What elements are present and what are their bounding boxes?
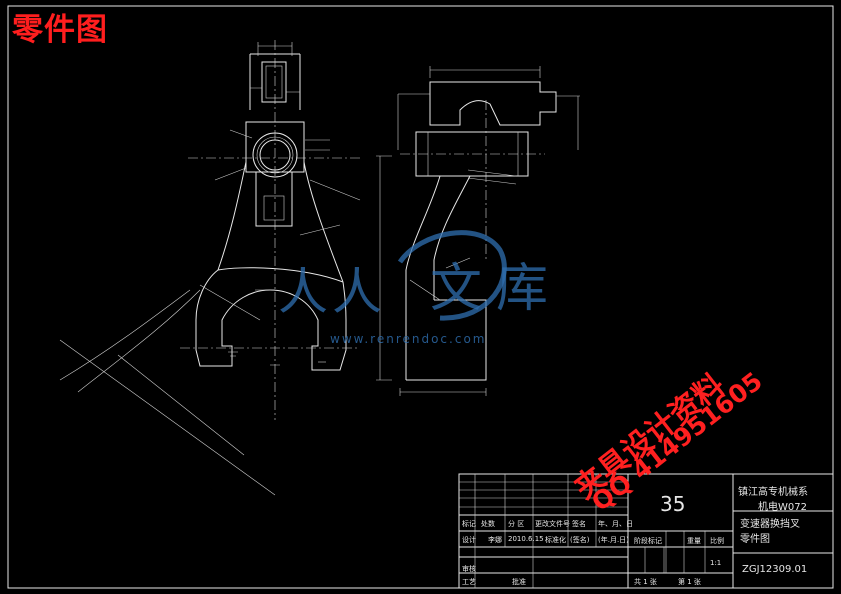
part-name-line-2: 零件图 [740, 534, 770, 545]
rev-label-zone: 分 区 [508, 520, 525, 528]
drawing-frame [7, 5, 834, 589]
watermark-logo [397, 230, 507, 321]
side-view [376, 66, 580, 396]
stage-label: 阶段标记 [634, 537, 662, 545]
material: 35 [660, 492, 686, 516]
class-code: 机电W072 [758, 502, 807, 513]
sheet-total: 共 1 张 [634, 578, 657, 586]
page-title: 零件图 [12, 12, 108, 48]
drawing-number: ZGJ12309.01 [742, 564, 808, 575]
design-label: 设计 [462, 536, 476, 544]
review-label: 审核 [462, 565, 476, 573]
front-view [59, 40, 361, 496]
rev-label-change-doc: 更改文件号 [535, 520, 570, 528]
watermark-char-1: 人 [278, 263, 328, 321]
sheet-index: 第 1 张 [678, 578, 701, 586]
title-block-lines [458, 473, 834, 589]
approve-label: 批准 [512, 578, 526, 586]
rev-label-sign: 签名 [572, 520, 586, 528]
watermark-char-3: 文 [430, 259, 483, 319]
part-name-line-1: 变速器换挡叉 [740, 519, 800, 530]
rev-label-date: 年、月、日 [598, 520, 633, 528]
watermark-char-2: 人 [332, 263, 382, 321]
scale-value: 1:1 [710, 559, 722, 567]
design-date: 2010.6.15 [508, 535, 544, 543]
school-name: 镇江高专机械系 [738, 487, 808, 498]
process-label: 工艺 [462, 578, 476, 586]
designer: 李娜 [488, 536, 502, 544]
std-date: (年.月.日) [598, 536, 629, 544]
std-label: 标准化 [545, 536, 566, 544]
scale-label: 比例 [710, 537, 724, 545]
watermark-char-4: 库 [496, 259, 549, 319]
weight-label: 重量 [687, 537, 701, 545]
rev-label-count: 处数 [481, 520, 495, 528]
rev-label-mark: 标记 [462, 520, 476, 528]
watermark-url: www.renrendoc.com [330, 332, 487, 346]
std-sign: (签名) [570, 536, 590, 544]
